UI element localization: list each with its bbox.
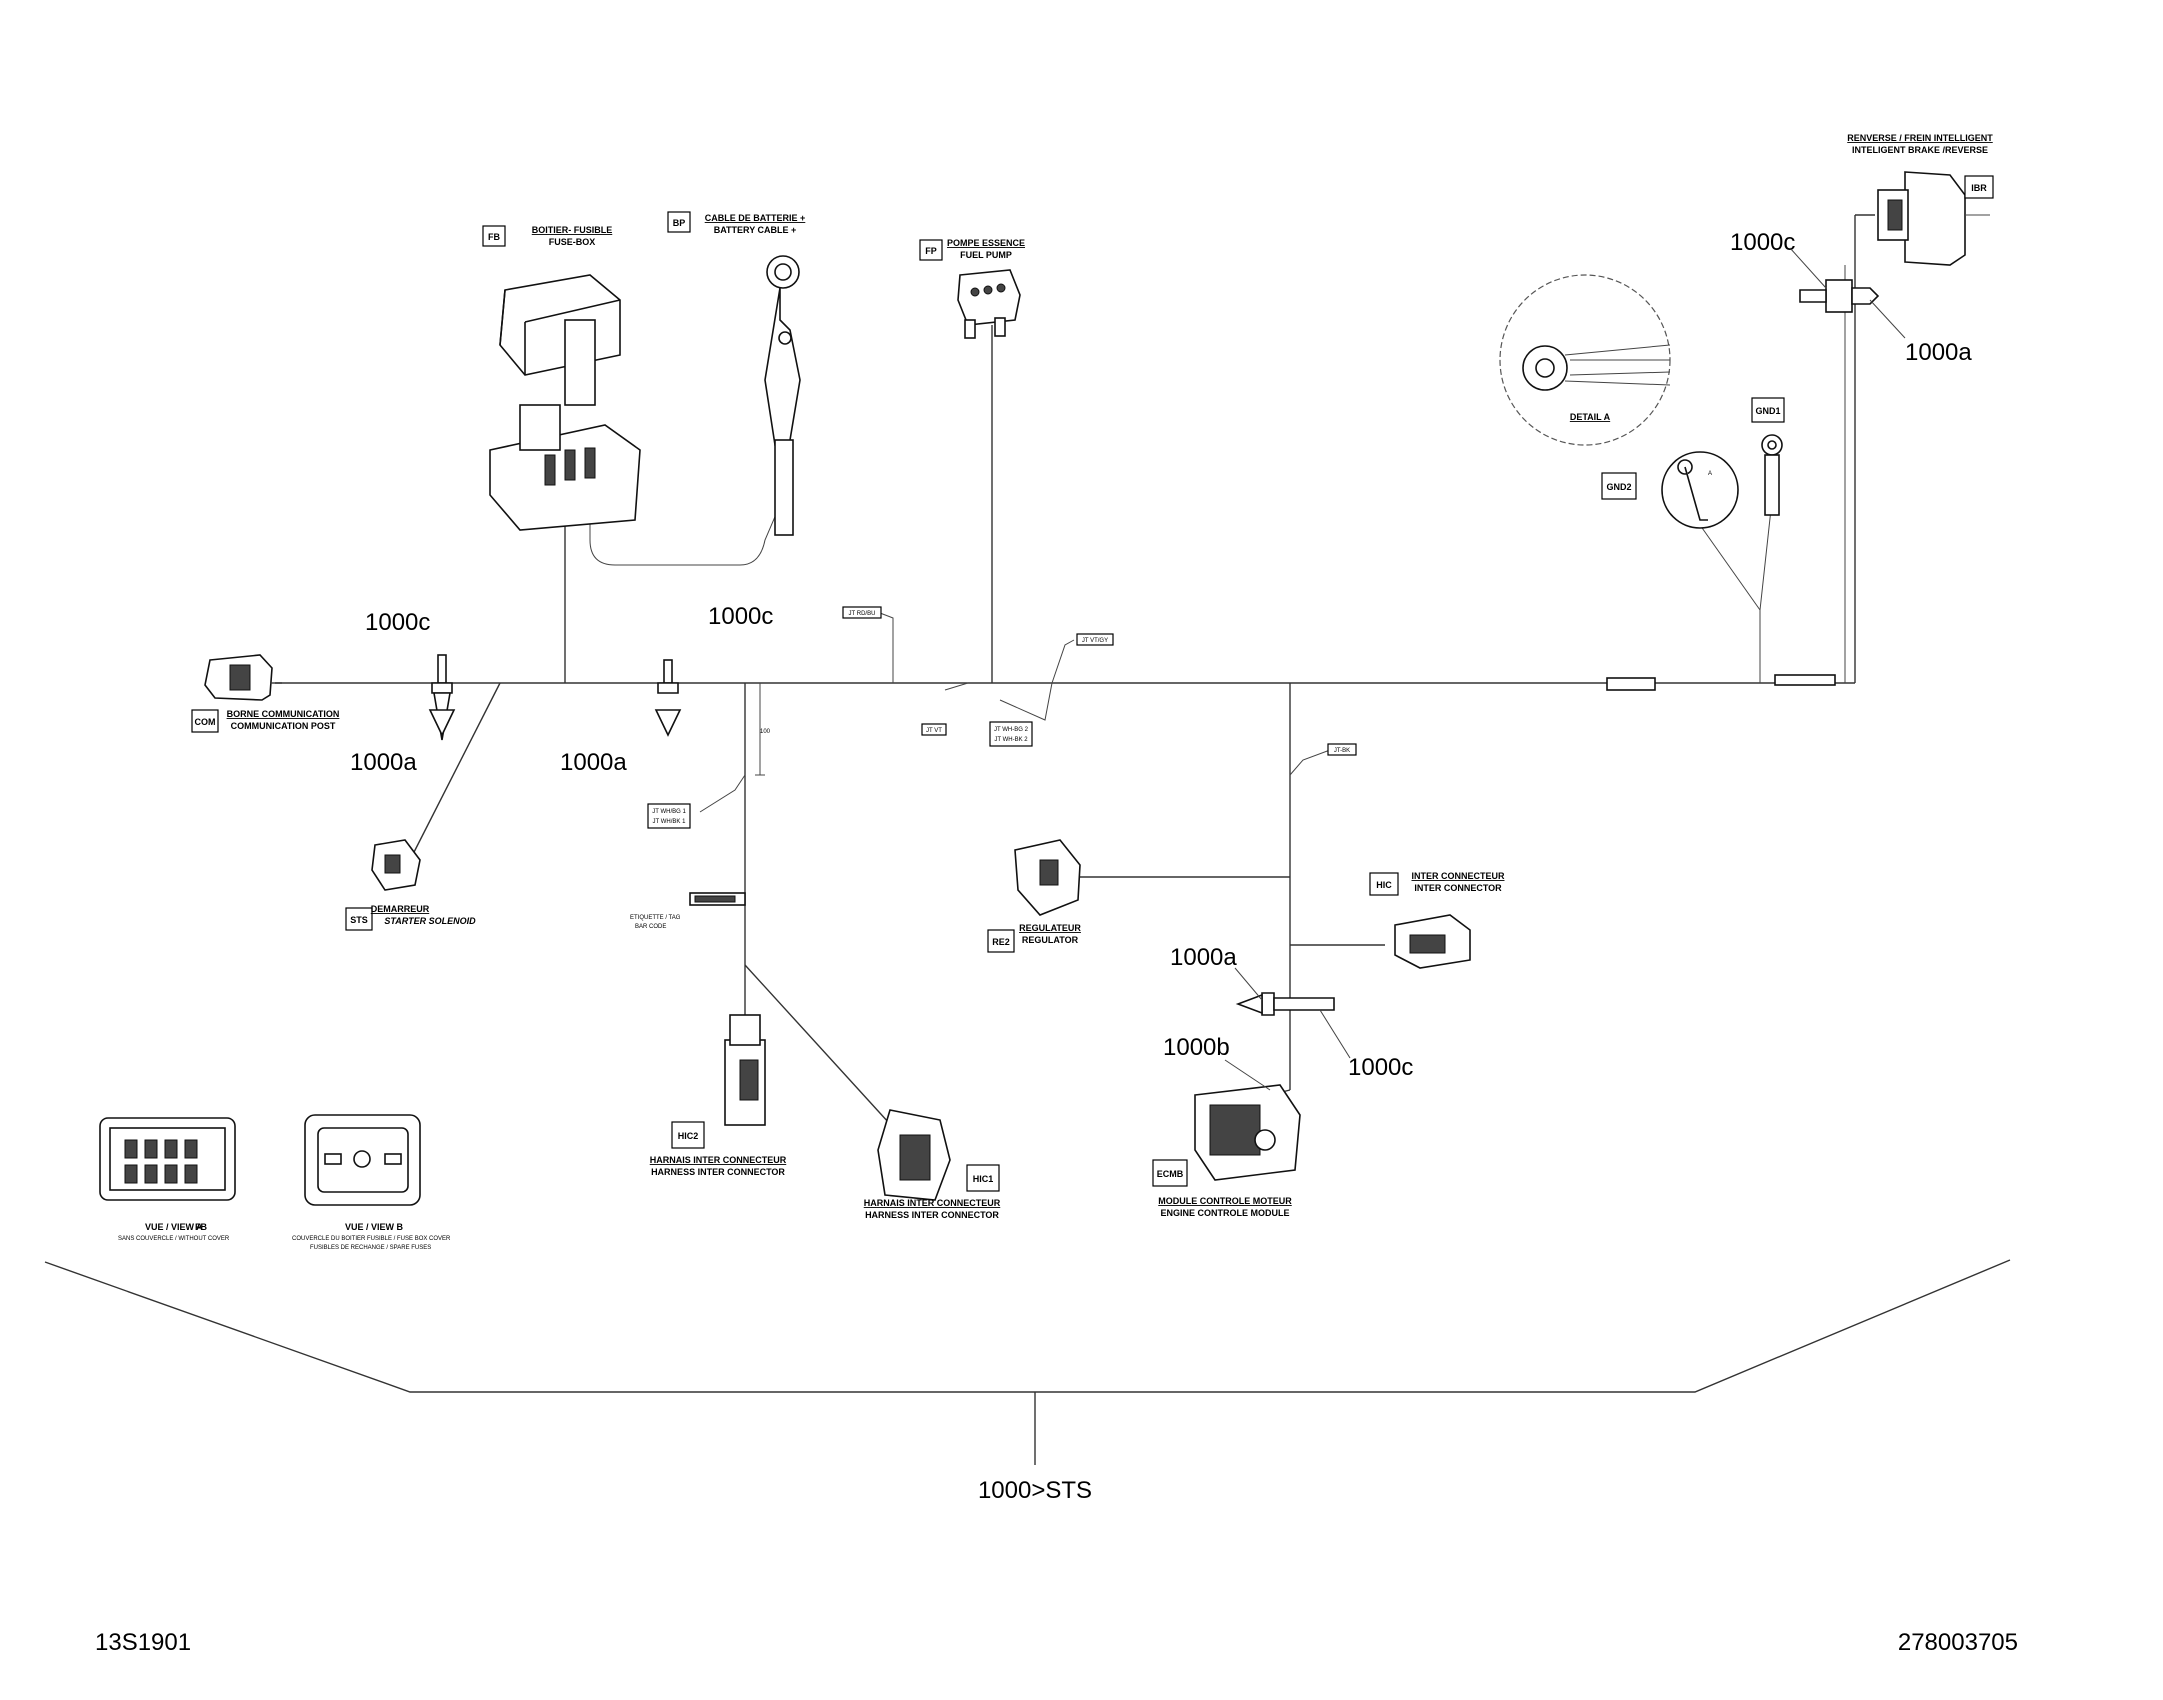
view-b-sub1: COUVERCLE DU BOITIER FUSIBLE / FUSE BOX … — [292, 1236, 451, 1242]
regulator-image — [1014, 839, 1081, 916]
view-b-title: VUE / VIEW B — [345, 1222, 404, 1232]
jt-rd-bu: JT RD/BU — [849, 611, 876, 617]
jt-wh-bg-2: JT WH-BG 2 — [994, 727, 1029, 733]
ecm-image — [1194, 1084, 1301, 1181]
sts-label-en: STARTER SOLENOID — [384, 916, 476, 926]
hic-label-en: INTER CONNECTOR — [1414, 883, 1502, 893]
ref-1000c-ibr: 1000c — [1730, 229, 1795, 256]
jt-wh-bg-1: JT WH/BG 1 — [652, 809, 686, 815]
gnd2-terminal-image — [1661, 451, 1739, 529]
hic2-label-en: HARNESS INTER CONNECTOR — [651, 1167, 785, 1177]
fuel-pump-connector-image — [957, 269, 1021, 339]
bp-code: BP — [673, 218, 686, 228]
sts-code: STS — [350, 915, 368, 925]
fp-label-en: FUEL PUMP — [960, 250, 1012, 260]
tie-wrap-left — [428, 654, 456, 741]
view-a-sub: SANS COUVERCLE / WITHOUT COVER — [118, 1236, 230, 1242]
ref-1000a-ecm: 1000a — [1170, 944, 1237, 971]
hic1-label-en: HARNESS INTER CONNECTOR — [865, 1210, 999, 1220]
jt-wh-bk-2: JT WH-BK 2 — [994, 737, 1028, 743]
hic2-label-fr: HARNAIS INTER CONNECTEUR — [650, 1155, 787, 1165]
gnd1-terminal-image — [1761, 434, 1783, 516]
jt-vt-gy: JT VT/GY — [1082, 638, 1108, 644]
view-titles: VUE / VIEW A FB SANS COUVERCLE / WITHOUT… — [118, 1222, 451, 1251]
tag-label-line2: BAR CODE — [635, 924, 666, 930]
hic1-connector-image — [877, 1109, 951, 1201]
ecmb-code: ECMB — [1157, 1169, 1184, 1179]
hic-code: HIC — [1376, 880, 1392, 890]
hic1-label-fr: HARNAIS INTER CONNECTEUR — [864, 1198, 1001, 1208]
com-label-fr: BORNE COMMUNICATION — [227, 709, 340, 719]
ecmb-label-en: ENGINE CONTROLE MODULE — [1160, 1208, 1289, 1218]
junction-tags: JT RD/BU JT VT JT VT/GY JT WH-BG 2 JT WH-… — [630, 606, 1357, 930]
view-a-title: VUE / VIEW A — [145, 1222, 203, 1232]
com-code: COM — [195, 717, 216, 727]
re2-code: RE2 — [992, 937, 1010, 947]
hic2-connector-image — [724, 1014, 766, 1126]
ibr-label-fr: RENVERSE / FREIN INTELLIGENT — [1847, 133, 1993, 143]
ref-1000c-left: 1000c — [365, 609, 430, 636]
sts-label-fr: DEMARREUR — [371, 904, 430, 914]
drawing-code-right: 278003705 — [1898, 1629, 2018, 1656]
view-a-ref: FB — [195, 1222, 207, 1232]
harness-wires — [275, 214, 1875, 1136]
fb-code: FB — [488, 232, 500, 242]
hic2-code: HIC2 — [678, 1131, 699, 1141]
starter-solenoid-image — [371, 839, 421, 891]
fp-code: FP — [925, 246, 937, 256]
ref-1000a-left: 1000a — [350, 749, 417, 776]
hic-label-fr: INTER CONNECTEUR — [1411, 871, 1505, 881]
gnd2-code: GND2 — [1606, 482, 1631, 492]
hic1-code: HIC1 — [973, 1174, 994, 1184]
tag-label-line1: ETIQUETTE / TAG — [630, 915, 681, 921]
re2-label-en: REGULATOR — [1022, 935, 1079, 945]
bp-label-en: BATTERY CABLE + — [714, 225, 797, 235]
inter-connector-image — [1394, 914, 1471, 969]
re2-label-fr: REGULATEUR — [1019, 923, 1081, 933]
detail-a-bubble — [1499, 274, 1671, 446]
component-labels: BOITIER- FUSIBLE FUSE-BOX CABLE DE BATTE… — [227, 133, 1994, 1220]
ibr-label-en: INTELIGENT BRAKE /REVERSE — [1852, 145, 1988, 155]
view-a-drawing — [99, 1117, 236, 1201]
ref-1000c-center: 1000c — [708, 603, 773, 630]
com-label-en: COMMUNICATION POST — [231, 721, 336, 731]
gnd1-code: GND1 — [1755, 406, 1780, 416]
fuse-box-image — [489, 274, 641, 531]
dimension-100: 100 — [760, 729, 771, 735]
fb-label-en: FUSE-BOX — [549, 237, 596, 247]
jt-bk: JT-BK — [1334, 748, 1350, 754]
drawing-code-left: 13S1901 — [95, 1629, 191, 1656]
tie-wrap-ibr — [1799, 279, 1880, 313]
ibr-code: IBR — [1971, 183, 1987, 193]
ref-1000a-center: 1000a — [560, 749, 627, 776]
fp-label-fr: POMPE ESSENCE — [947, 238, 1025, 248]
ref-1000a-ibr: 1000a — [1905, 339, 1972, 366]
code-boxes: FB BP FP IBR COM STS RE2 HIC HIC2 HIC1 E… — [191, 175, 1994, 1192]
detail-a-mark: A — [1708, 471, 1712, 477]
ref-1000b-ecm: 1000b — [1163, 1034, 1230, 1061]
detail-a-label: DETAIL A — [1570, 412, 1611, 422]
view-b-drawing — [304, 1114, 421, 1206]
view-b-sub2: FUSIBLES DE RECHANGE / SPARE FUSES — [310, 1245, 431, 1251]
battery-cable-image — [764, 255, 801, 536]
barcode-tag — [689, 892, 746, 906]
ref-1000c-ecm: 1000c — [1348, 1054, 1413, 1081]
ecmb-label-fr: MODULE CONTROLE MOTEUR — [1158, 1196, 1292, 1206]
ibr-connector-image — [1877, 171, 1990, 266]
communication-post-image — [204, 654, 282, 701]
assembly-bracket — [44, 1259, 2011, 1465]
tie-wrap-ecm — [1235, 992, 1335, 1016]
jt-wh-bk-1: JT WH/BK 1 — [653, 819, 687, 825]
assembly-label: 1000>STS — [978, 1477, 1092, 1504]
bp-label-fr: CABLE DE BATTERIE + — [705, 213, 806, 223]
tie-wrap-center — [654, 659, 682, 737]
jt-vt: JT VT — [926, 728, 942, 734]
fb-label-fr: BOITIER- FUSIBLE — [532, 225, 613, 235]
reference-numbers: 1000c 1000a 1000c 1000a 1000c 1000a 1000… — [350, 229, 1972, 1091]
